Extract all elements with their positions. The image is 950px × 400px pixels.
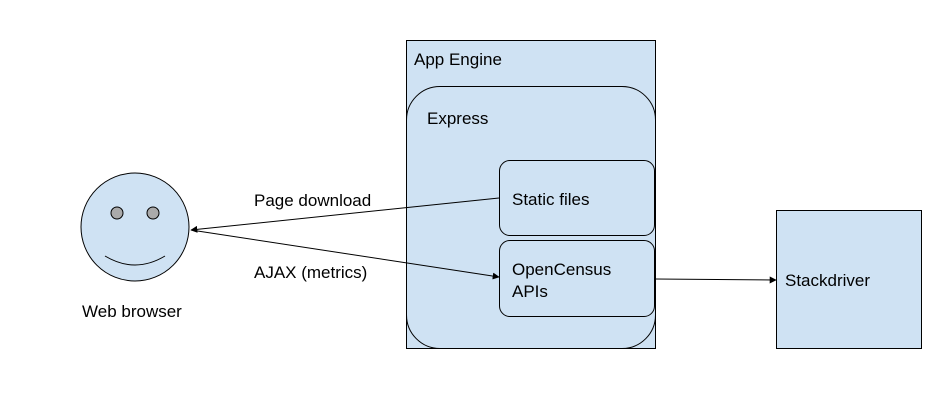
ajax-metrics-label: AJAX (metrics) bbox=[254, 263, 368, 282]
static-files-label: Static files bbox=[512, 190, 590, 209]
web-browser-label: Web browser bbox=[82, 302, 182, 321]
express-label: Express bbox=[427, 109, 489, 128]
stackdriver-box bbox=[776, 210, 922, 349]
opencensus-box bbox=[499, 240, 655, 317]
smiley-face-icon bbox=[80, 172, 190, 282]
page-download-label: Page download bbox=[254, 191, 372, 210]
ajax-metrics-arrow bbox=[190, 229, 500, 280]
opencensus-to-stackdriver-arrow bbox=[654, 276, 777, 284]
opencensus-label-line2: APIs bbox=[512, 282, 548, 301]
app-engine-label: App Engine bbox=[414, 50, 502, 69]
stackdriver-label: Stackdriver bbox=[785, 271, 871, 290]
opencensus-label-line1: OpenCensus bbox=[512, 260, 612, 279]
page-download-arrow bbox=[190, 197, 500, 233]
static-files-box bbox=[499, 160, 655, 236]
